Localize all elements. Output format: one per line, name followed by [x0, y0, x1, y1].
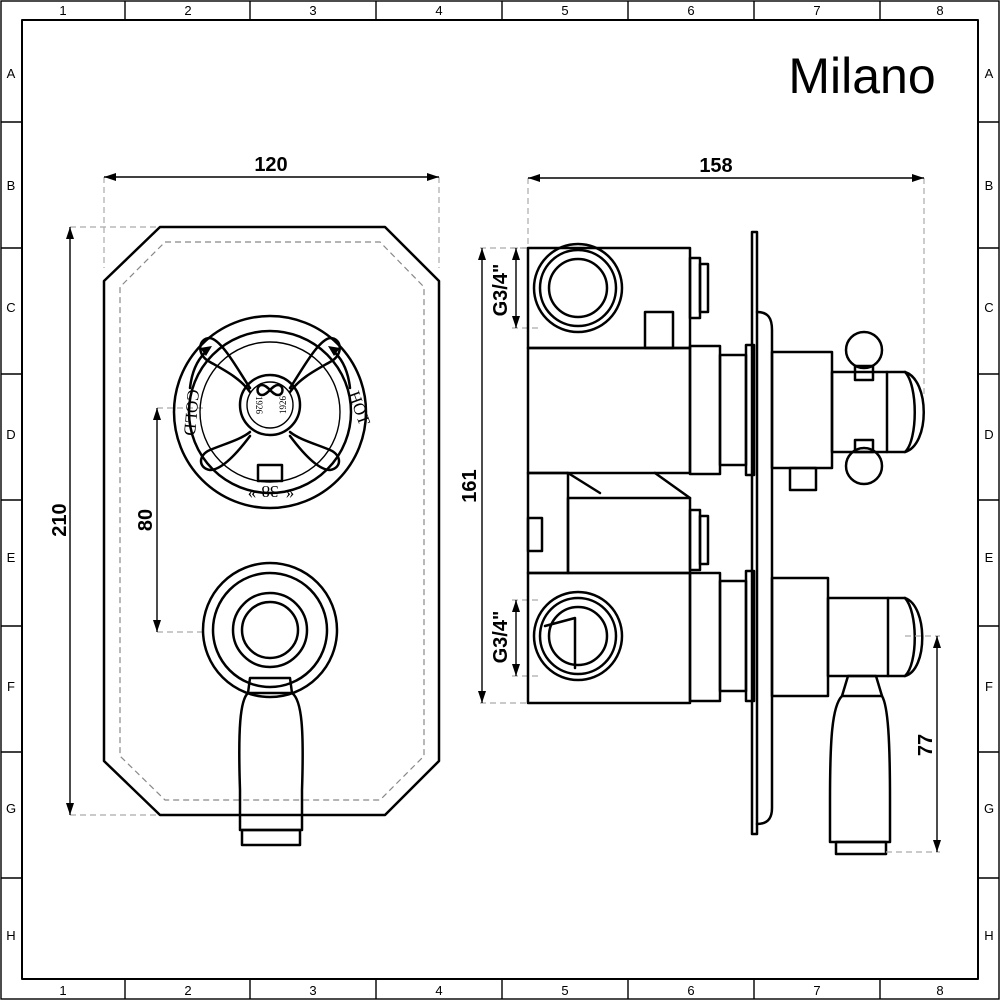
wall-plate — [750, 230, 774, 836]
handle-arm-bottom-left — [199, 430, 252, 472]
dim-side-depth — [527, 174, 925, 395]
row-label-right: A — [985, 66, 994, 81]
col-label-top: 4 — [435, 3, 442, 18]
year-left-label: 1926 — [254, 396, 264, 415]
year-right-label: 1926 — [278, 396, 288, 415]
dim-handle-spacing — [153, 407, 205, 633]
col-label-top: 5 — [561, 3, 568, 18]
col-label-bottom: 3 — [309, 983, 316, 998]
dim-front-width — [103, 173, 440, 268]
row-label-right: D — [984, 427, 993, 442]
dim-label-inlet-bottom: G3/4" — [490, 611, 512, 664]
thermostat-handle-side — [770, 330, 925, 492]
col-label-top: 3 — [309, 3, 316, 18]
dim-label-front-height: 210 — [49, 503, 71, 536]
col-label-bottom: 4 — [435, 983, 442, 998]
dim-side-height — [478, 247, 528, 704]
col-label-top: 7 — [813, 3, 820, 18]
row-label-left: A — [7, 66, 16, 81]
row-label-left: B — [7, 178, 16, 193]
row-label-left: G — [6, 801, 16, 816]
infinity-icon — [256, 383, 284, 397]
dim-label-side-height: 161 — [459, 469, 481, 502]
row-label-left: C — [6, 300, 15, 315]
row-label-right: G — [984, 801, 994, 816]
hot-label: HOT — [344, 388, 374, 428]
lever-side — [770, 576, 924, 856]
dim-label-lever-height: 77 — [915, 734, 937, 756]
dim-inlet-top — [512, 247, 540, 329]
handle-arm-top-left — [199, 336, 252, 394]
dim-label-handle-spacing: 80 — [135, 509, 157, 531]
col-label-bottom: 6 — [687, 983, 694, 998]
row-label-left: D — [6, 427, 15, 442]
diverter-lever — [201, 561, 339, 847]
col-label-top: 8 — [936, 3, 943, 18]
handle-arm-bottom-right — [288, 430, 341, 472]
dim-lever-height — [886, 635, 941, 853]
side-view: 158 161 G3/4" G3/4" — [459, 155, 941, 856]
dim-label-side-depth: 158 — [699, 155, 732, 177]
cold-label: COLD — [180, 389, 203, 437]
faceplate — [102, 225, 441, 817]
row-label-left: F — [7, 679, 15, 694]
faceplate-inner-border — [119, 241, 425, 801]
row-label-right: F — [985, 679, 993, 694]
dim-label-front-width: 120 — [254, 154, 287, 176]
col-label-bottom: 1 — [59, 983, 66, 998]
row-label-left: H — [6, 928, 15, 943]
col-label-bottom: 7 — [813, 983, 820, 998]
row-label-right: E — [985, 550, 994, 565]
row-label-right: B — [985, 178, 994, 193]
col-label-top: 6 — [687, 3, 694, 18]
temp-label: 38 — [262, 482, 279, 501]
temp-right-chevrons: » — [286, 483, 295, 502]
col-label-bottom: 8 — [936, 983, 943, 998]
dim-front-height — [66, 226, 160, 816]
col-label-bottom: 5 — [561, 983, 568, 998]
col-label-bottom: 2 — [184, 983, 191, 998]
row-label-left: E — [7, 550, 16, 565]
front-view: 120 210 80 — [49, 154, 441, 847]
handle-arm-top-right — [288, 336, 341, 394]
dim-inlet-bottom — [512, 599, 540, 677]
dim-label-inlet-top: G3/4" — [490, 264, 512, 317]
temp-left-chevrons: « — [248, 483, 257, 502]
brand-logo: Milano — [788, 48, 935, 104]
row-label-right: H — [984, 928, 993, 943]
valve-body — [526, 242, 756, 705]
row-label-right: C — [984, 300, 993, 315]
col-label-top: 2 — [184, 3, 191, 18]
thermostat-handle: COLD HOT 38 « » 1926 1926 — [172, 314, 374, 510]
col-label-top: 1 — [59, 3, 66, 18]
